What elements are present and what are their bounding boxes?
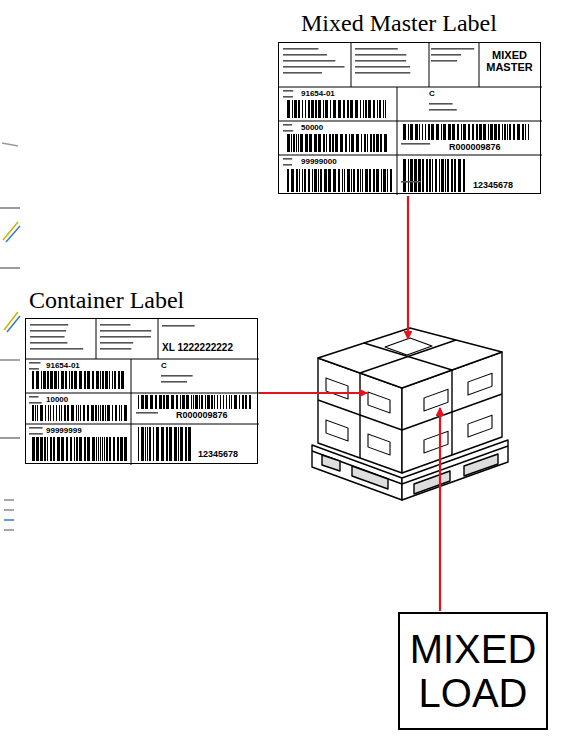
label-field: 50000 [301, 123, 323, 132]
label-heading: Container Label [29, 287, 184, 315]
small-print [29, 427, 43, 435]
barcode [287, 169, 392, 192]
small-print [283, 124, 293, 132]
small-print [162, 325, 195, 327]
edge-fragments [0, 143, 20, 530]
label-heading: Mixed Master Label [301, 10, 497, 38]
label-field: R000009876 [176, 410, 228, 420]
small-print [429, 103, 457, 111]
small-print [431, 48, 474, 62]
label-field: 91654-01 [301, 89, 335, 98]
barcode [32, 405, 127, 421]
label-rule [351, 43, 352, 87]
label-artwork [26, 319, 259, 465]
label-rule [479, 43, 480, 87]
label-field: C [429, 89, 435, 98]
label-rule [26, 393, 259, 394]
barcode [138, 427, 191, 461]
label-field: 99999999 [46, 426, 82, 435]
small-print [401, 143, 430, 145]
small-print [283, 158, 292, 166]
placard-text: MIXED LOAD [400, 623, 546, 719]
small-print [29, 396, 42, 404]
mixed-load-placard: MIXED LOAD [398, 612, 548, 730]
barcode [287, 134, 387, 152]
label-field: 12345678 [198, 449, 238, 459]
small-print [29, 362, 40, 370]
barcode [32, 371, 124, 389]
barcode [403, 124, 529, 140]
small-print [283, 90, 293, 98]
label-field: C [161, 361, 167, 370]
label-rule [279, 155, 542, 156]
label-field: XL 1222222222 [162, 342, 233, 354]
carton-stack [318, 328, 502, 473]
container-label: Container LabelXL 122222222291654-01C100… [25, 318, 258, 464]
label-field: MIXED MASTER [482, 49, 537, 73]
barcode [287, 100, 386, 118]
label-rule [158, 319, 159, 359]
label-rule [279, 121, 542, 122]
small-print [355, 48, 410, 74]
label-field: 12345678 [473, 180, 513, 190]
small-print [401, 181, 421, 183]
small-print [161, 375, 193, 383]
label-field: 99999000 [301, 157, 337, 166]
label-rule [96, 319, 97, 359]
small-print [30, 324, 83, 350]
barcode [403, 159, 465, 192]
label-rule [279, 87, 542, 88]
label-rule [397, 87, 398, 195]
small-print [136, 412, 158, 414]
mixed-master-label: Mixed Master LabelMIXED MASTER91654-01C5… [278, 42, 541, 194]
label-field: 91654-01 [46, 361, 80, 370]
barcode [138, 395, 251, 409]
label-rule [131, 359, 132, 465]
label-rule [26, 424, 259, 425]
label-field: 10000 [46, 395, 68, 404]
label-rule [429, 43, 430, 87]
label-field: R000009876 [449, 142, 501, 152]
pointer-arrows [259, 196, 440, 611]
label-rule [26, 359, 259, 360]
small-print [100, 324, 151, 350]
small-print [283, 48, 345, 74]
barcode [32, 437, 127, 461]
